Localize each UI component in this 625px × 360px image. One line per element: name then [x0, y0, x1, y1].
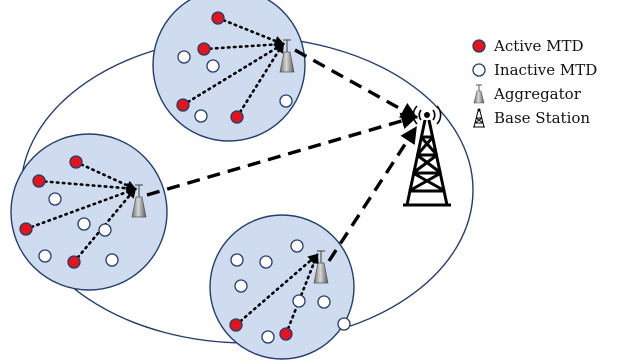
active-mtd: [211, 11, 225, 25]
aggregator: [131, 184, 147, 218]
mtd-link: [37, 179, 138, 194]
cluster-top: [152, 0, 306, 142]
legend: Active MTD Inactive MTD Aggregator Base …: [468, 34, 624, 130]
active-mtd-icon: [468, 35, 490, 57]
active-mtd: [279, 327, 293, 341]
inactive-mtd: [279, 94, 293, 108]
inactive-mtd: [48, 192, 62, 206]
active-mtd: [197, 42, 211, 56]
mtd-link: [202, 39, 286, 51]
inactive-mtd: [292, 294, 306, 308]
legend-inactive: Inactive MTD: [468, 58, 624, 82]
legend-aggregator-label: Aggregator: [494, 85, 581, 103]
aggregator-icon: [468, 83, 490, 105]
mtd-link: [234, 253, 319, 327]
mtd-link: [235, 42, 285, 119]
active-mtd: [229, 318, 243, 332]
inactive-mtd: [230, 253, 244, 267]
inactive-mtd: [317, 295, 331, 309]
inactive-mtd: [234, 279, 248, 293]
inactive-mtd: [290, 239, 304, 253]
active-mtd: [230, 110, 244, 124]
legend-active: Active MTD: [468, 34, 624, 58]
active-mtd: [176, 98, 190, 112]
cluster-left: [10, 133, 168, 291]
backhaul-link: [327, 126, 417, 262]
legend-base-station-label: Base Station: [494, 109, 591, 127]
inactive-mtd-icon: [468, 59, 490, 81]
legend-inactive-label: Inactive MTD: [494, 61, 598, 79]
backhaul-link: [294, 48, 418, 119]
mtd-link: [284, 253, 319, 336]
inactive-mtd: [259, 255, 273, 269]
base-station-legend-icon: [468, 107, 490, 129]
legend-base-station: Base Station: [468, 106, 624, 130]
active-mtd: [19, 222, 33, 236]
aggregator: [279, 39, 295, 73]
active-mtd: [69, 155, 83, 169]
inactive-mtd: [337, 317, 351, 331]
backhaul-link: [146, 112, 419, 197]
mtd-link: [181, 42, 285, 107]
inactive-mtd: [98, 223, 112, 237]
mtd-link: [216, 16, 285, 46]
inactive-mtd: [38, 249, 52, 263]
aggregator: [313, 250, 329, 284]
base-station-icon: [403, 105, 451, 207]
inactive-mtd: [105, 253, 119, 267]
mtd-link: [24, 186, 137, 231]
mtd-link: [74, 160, 137, 191]
legend-aggregator: Aggregator: [468, 82, 624, 106]
legend-active-label: Active MTD: [494, 37, 584, 55]
inactive-mtd: [194, 109, 208, 123]
inactive-mtd: [177, 50, 191, 64]
inactive-mtd: [261, 330, 275, 344]
inactive-mtd: [77, 217, 91, 231]
inactive-mtd: [206, 59, 220, 73]
active-mtd: [67, 255, 81, 269]
active-mtd: [32, 174, 46, 188]
